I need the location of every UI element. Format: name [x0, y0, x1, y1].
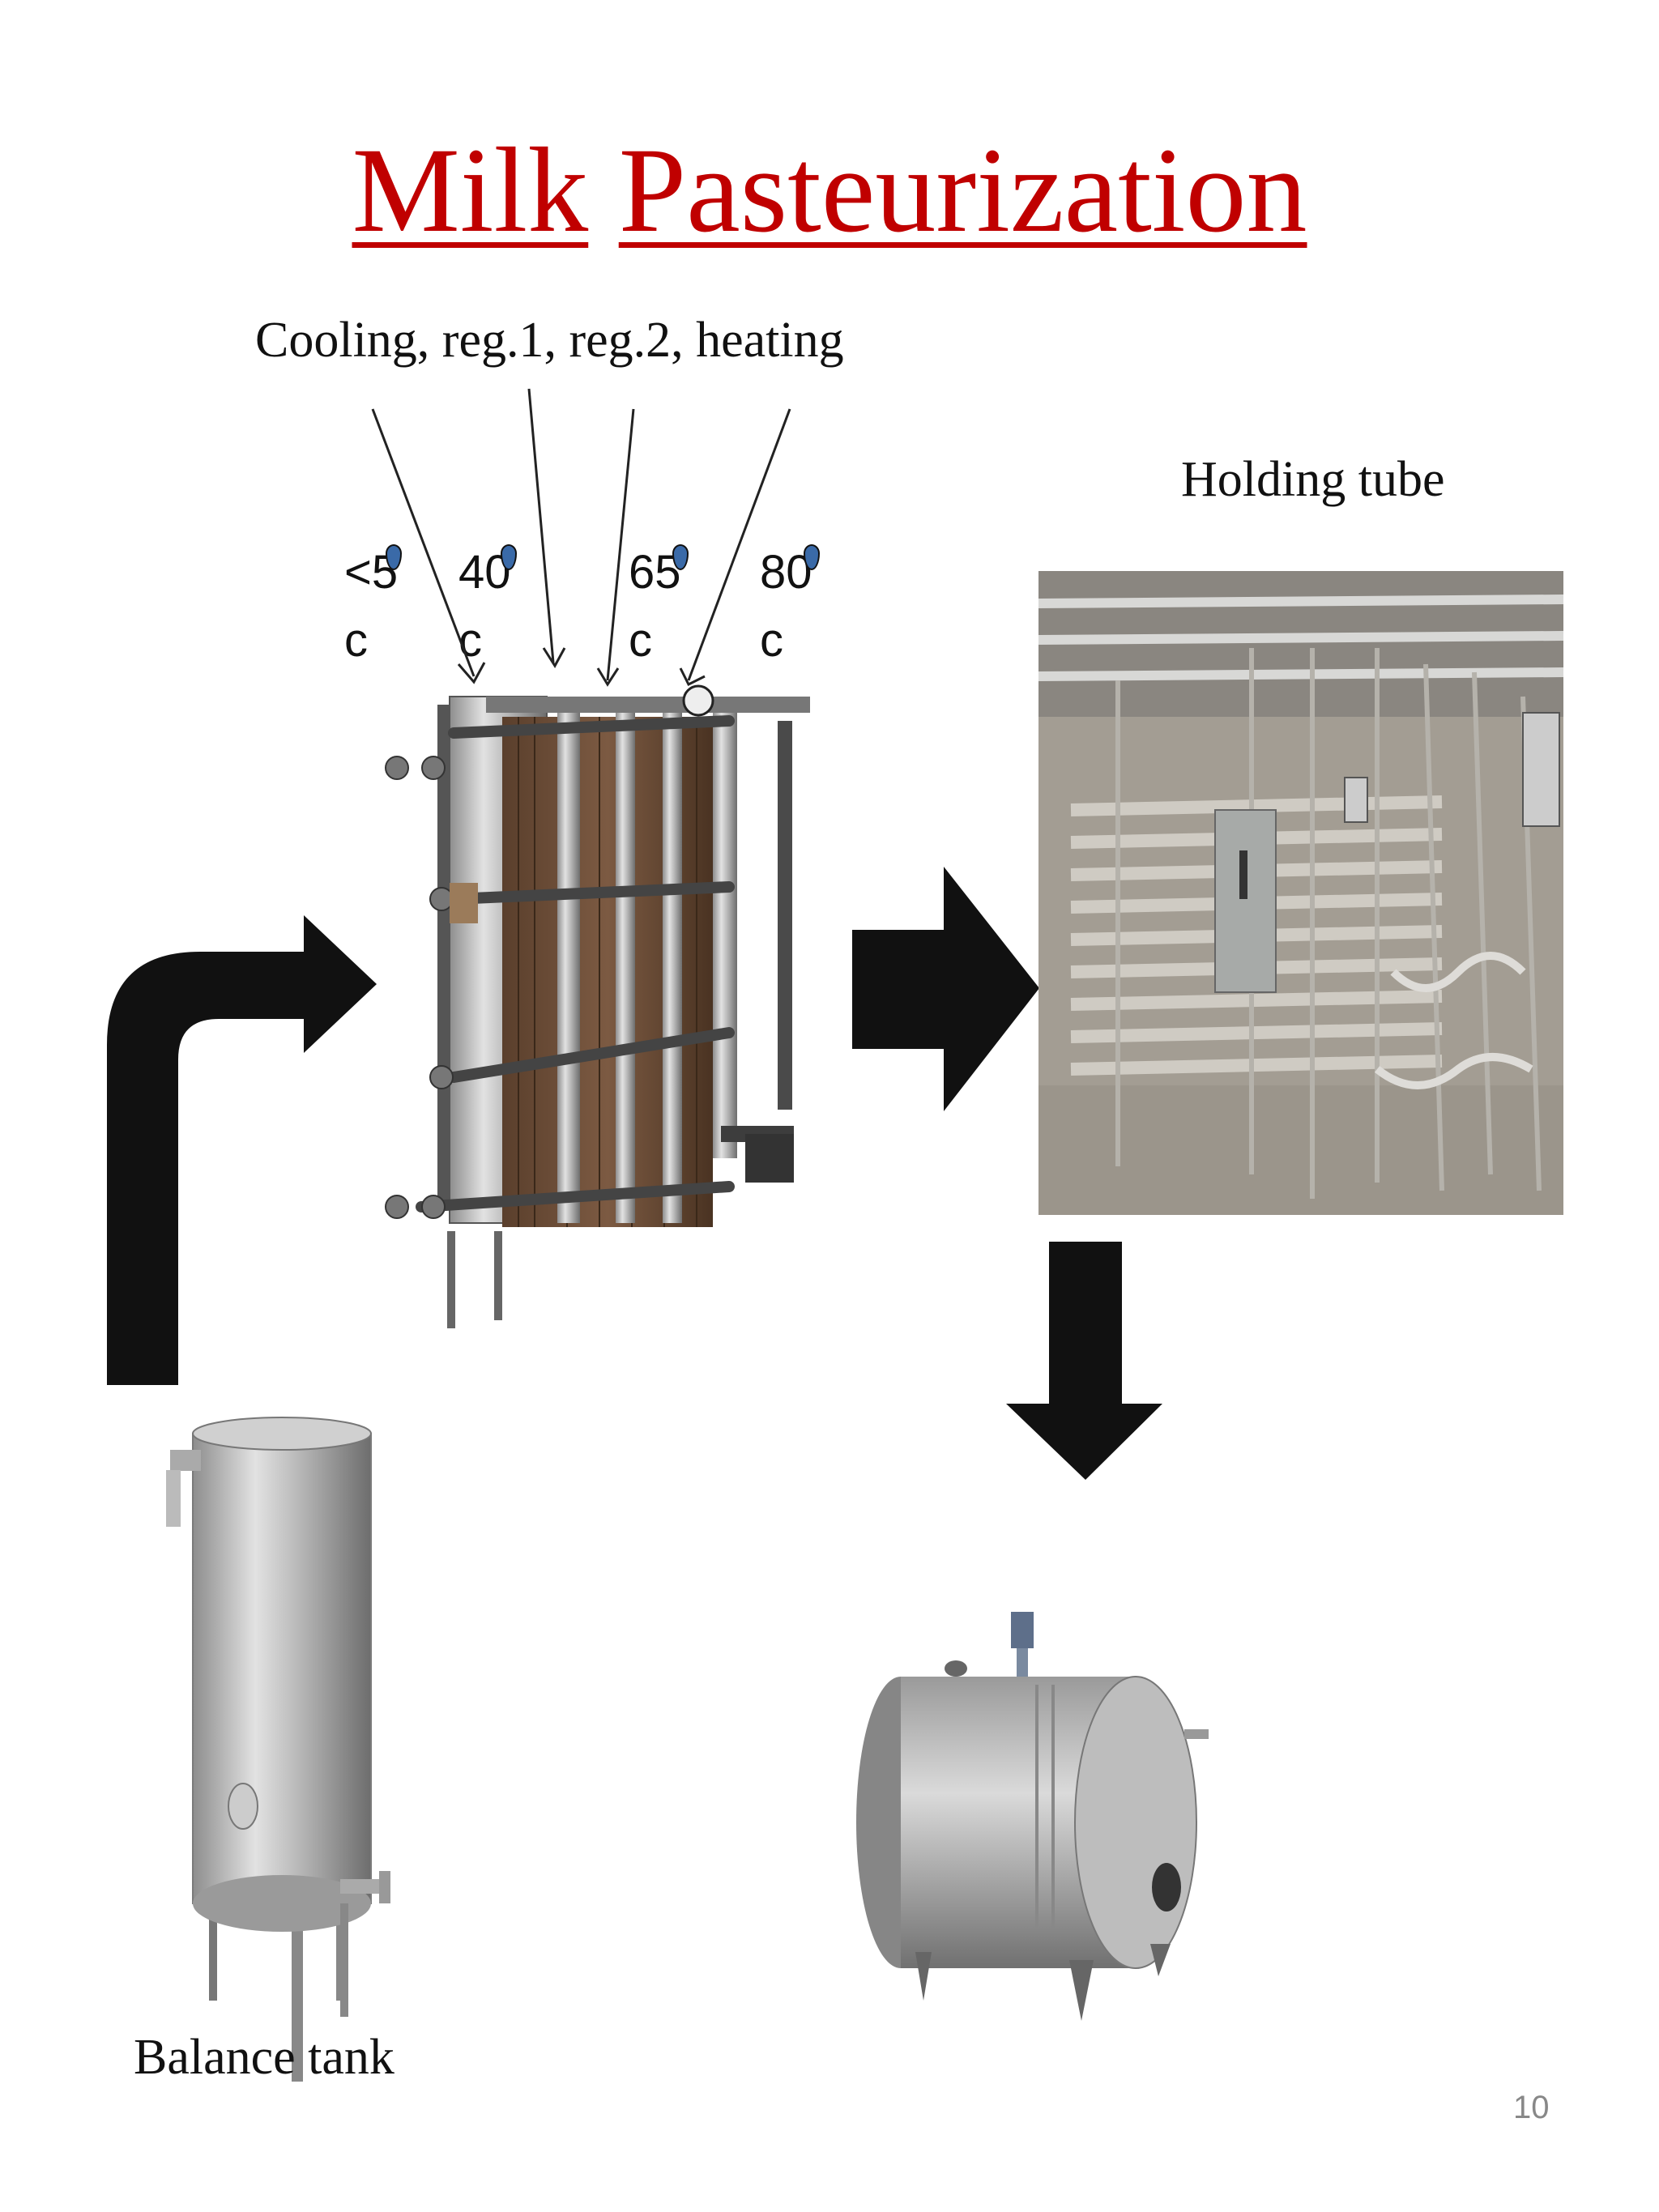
pointer-line-reg1	[527, 388, 555, 663]
temp-value-4: 80	[760, 546, 812, 599]
flow-arrow-icon	[1006, 1242, 1162, 1480]
balance-tank-label: Balance tank	[134, 2030, 394, 2085]
degree-drop-icon	[501, 544, 517, 570]
balance-tank-image	[166, 1417, 390, 2082]
phases-label: Cooling, reg.1, reg.2, heating	[255, 313, 844, 368]
temp-unit-1: c	[344, 614, 368, 667]
pointer-line-cooling	[371, 408, 476, 677]
storage-tank-image	[856, 1612, 1209, 2021]
holding-tube-label: Holding tube	[1181, 452, 1445, 507]
page-title: Milk Pasteurization	[0, 121, 1659, 259]
degree-drop-icon	[672, 544, 689, 570]
plate-heat-exchanger-image	[385, 684, 810, 1328]
flow-arrow-icon	[852, 867, 1039, 1111]
pointer-head	[596, 667, 620, 687]
holding-tube-image	[1038, 571, 1564, 1215]
flow-arrow-icon	[107, 915, 377, 1385]
page-number: 10	[1513, 2090, 1550, 2125]
pointer-head	[542, 647, 566, 668]
pointer-head	[679, 667, 706, 687]
pointer-line-heating	[687, 408, 791, 681]
temp-unit-4: c	[760, 614, 783, 667]
temp-unit-3: c	[629, 614, 652, 667]
title-word-pasteurization: Pasteurization	[618, 123, 1307, 258]
degree-drop-icon	[804, 544, 820, 570]
temp-value-3: 65	[629, 546, 681, 599]
temp-unit-2: c	[458, 614, 482, 667]
phase-pointer-lines	[371, 388, 791, 687]
title-word-milk: Milk	[352, 123, 589, 258]
pointer-head	[457, 662, 486, 684]
degree-drop-icon	[386, 544, 402, 570]
pointer-line-reg2	[606, 408, 635, 681]
